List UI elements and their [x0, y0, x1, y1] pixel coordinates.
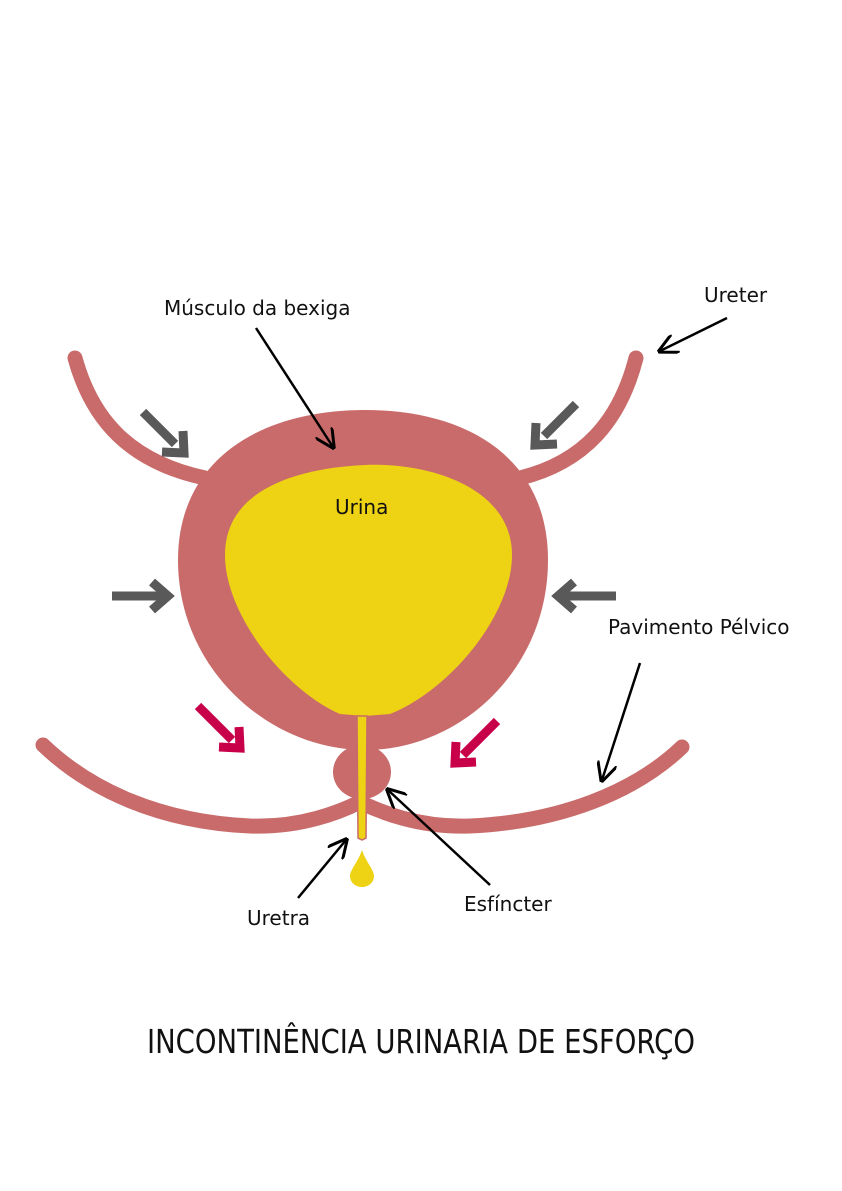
ureter-right: [512, 350, 644, 486]
urine-drop-icon: [350, 850, 374, 887]
label-urine: Urina: [335, 495, 388, 519]
pointer-pelvic-floor: [602, 662, 642, 780]
pressure-arrow-left-icon: [112, 578, 175, 614]
pointer-urethra: [297, 840, 346, 899]
urethra: [356, 715, 368, 841]
pointer-sphincter: [388, 790, 491, 886]
label-bladder-muscle: Músculo da bexiga: [164, 296, 350, 320]
pressure-arrow-right-icon: [551, 578, 616, 614]
force-arrow-right-icon: [450, 717, 501, 768]
label-pelvic-floor: Pavimento Pélvico: [608, 615, 790, 639]
pointer-ureter: [660, 316, 728, 351]
urine: [225, 464, 512, 716]
label-sphincter: Esfíncter: [464, 892, 552, 916]
label-ureter: Ureter: [704, 283, 768, 307]
pressure-arrow-upper-left-icon: [139, 408, 189, 458]
diagram-title: INCONTINÊNCIA URINARIA DE ESFORÇO: [147, 1021, 695, 1061]
pressure-arrow-upper-right-icon: [530, 400, 580, 450]
pointer-bladder-muscle: [254, 327, 333, 447]
label-urethra: Uretra: [247, 906, 310, 930]
ureter-left: [67, 350, 213, 486]
force-arrow-left-icon: [194, 702, 245, 753]
